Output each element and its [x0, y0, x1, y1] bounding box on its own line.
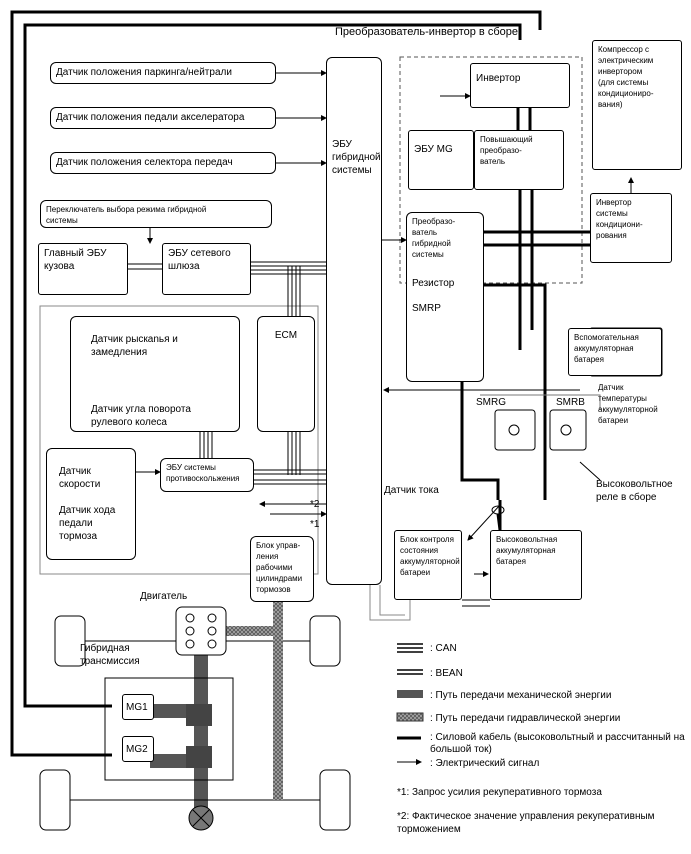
legend-mech: : Путь передачи механической энергии	[430, 690, 612, 701]
hv-cables	[460, 108, 595, 530]
smrp-label: SMRP	[412, 303, 441, 314]
ac-inverter: Инвертор системы кондициони- рования	[590, 193, 672, 263]
transmission-label: Гибридная трансмиссия	[80, 643, 140, 667]
brake-stroke-sensor: Датчик хода педали тормоза	[59, 505, 116, 542]
legend-bean: : BEAN	[430, 668, 463, 679]
legend-signal: : Электрический сигнал	[430, 758, 540, 769]
battery-temp-sensor: Датчик температуры аккумуляторной батаре…	[598, 383, 658, 425]
mg2: MG2	[122, 736, 154, 762]
legend-power-cable: : Силовой кабель (высоковольтный и рассч…	[430, 732, 685, 755]
shift-selector-sensor: Датчик положения селектора передач	[50, 152, 276, 174]
mg-ecu: ЭБУ MG	[408, 130, 474, 190]
marker-2: *2	[310, 499, 320, 510]
hv-battery: Высоковольтная аккумуляторная батарея	[490, 530, 582, 600]
resistor-label: Резистор	[412, 278, 455, 289]
power-line-mg2	[10, 10, 542, 757]
assembly-title: Преобразователь-инвертор в сборе	[335, 26, 518, 38]
skid-control-ecu: ЭБУ системы противоскольжения	[160, 458, 254, 492]
hv-converter: Преобразо- ватель гибридной системы	[406, 212, 484, 382]
relay-pointer	[579, 461, 601, 481]
current-sensor-label: Датчик тока	[384, 485, 439, 496]
ac-compressor: Компрессор с электрическим инвертором (д…	[592, 40, 682, 170]
note-2: *2: Фактическое значение управления реку…	[397, 811, 655, 835]
aux-battery: Вспомогательная аккумуляторная батарея	[568, 328, 662, 376]
hydraulic-path	[212, 600, 283, 800]
legend-swatches	[396, 643, 424, 765]
chassis-sensors-box: Датчик рыскanья и замедления Датчик угла…	[70, 316, 240, 432]
legend-hydraulic: : Путь передачи гидравлической энергии	[430, 713, 621, 724]
speed-sensor: Датчик скорости	[59, 466, 101, 490]
power-line-mg1	[23, 23, 522, 708]
gateway-ecu: ЭБУ сетевого шлюза	[162, 243, 251, 295]
smrb-label: SMRB	[556, 397, 585, 408]
legend-can: : CAN	[430, 643, 457, 654]
hv-relay-assembly: Высоковольтное реле в сборе	[596, 479, 673, 503]
hybrid-mode-switch: Переключатель выбора режима гибридной си…	[40, 200, 272, 228]
park-neutral-sensor: Датчик положения паркинга/нейтрали	[50, 62, 276, 84]
inverter: Инвертор	[470, 63, 570, 108]
engine-block	[175, 606, 227, 656]
note-1: *1: Запрос усилия рекуперативного тормоз…	[397, 787, 602, 798]
marker-1: *1	[310, 519, 320, 530]
ecm: ECM	[257, 316, 315, 432]
brake-actuator: Блок управ- ления рабочими цилиндрами то…	[250, 536, 314, 602]
battery-monitor: Блок контроля состояния аккумуляторной б…	[394, 530, 462, 600]
steering-angle-sensor: Датчик угла поворота рулевого колеса	[91, 404, 191, 428]
battery-comm	[462, 599, 490, 607]
boost-converter: Повышающий преобразо- ватель	[474, 130, 564, 190]
body-ecu: Главный ЭБУ кузова	[38, 243, 128, 295]
transmission-box	[104, 677, 234, 781]
engine-label: Двигатель	[140, 591, 188, 602]
speed-brake-sensors: Датчик скорости Датчик хода педали тормо…	[46, 448, 136, 560]
signal-arrows	[136, 70, 634, 577]
battery-lead	[496, 513, 502, 531]
accel-pedal-sensor: Датчик положения педали акселератора	[50, 107, 276, 129]
mg1: MG1	[122, 694, 154, 720]
mechanical-path	[39, 615, 351, 831]
hv-ecu: ЭБУ гибридной системы	[326, 57, 382, 585]
smrg-label: SMRG	[476, 397, 506, 408]
assembly-outline	[399, 56, 583, 284]
chassis-group-outline	[39, 305, 319, 575]
hv-ecu-battery-link	[369, 585, 411, 621]
yaw-sensor: Датчик рыскanья и замедления	[91, 334, 178, 358]
